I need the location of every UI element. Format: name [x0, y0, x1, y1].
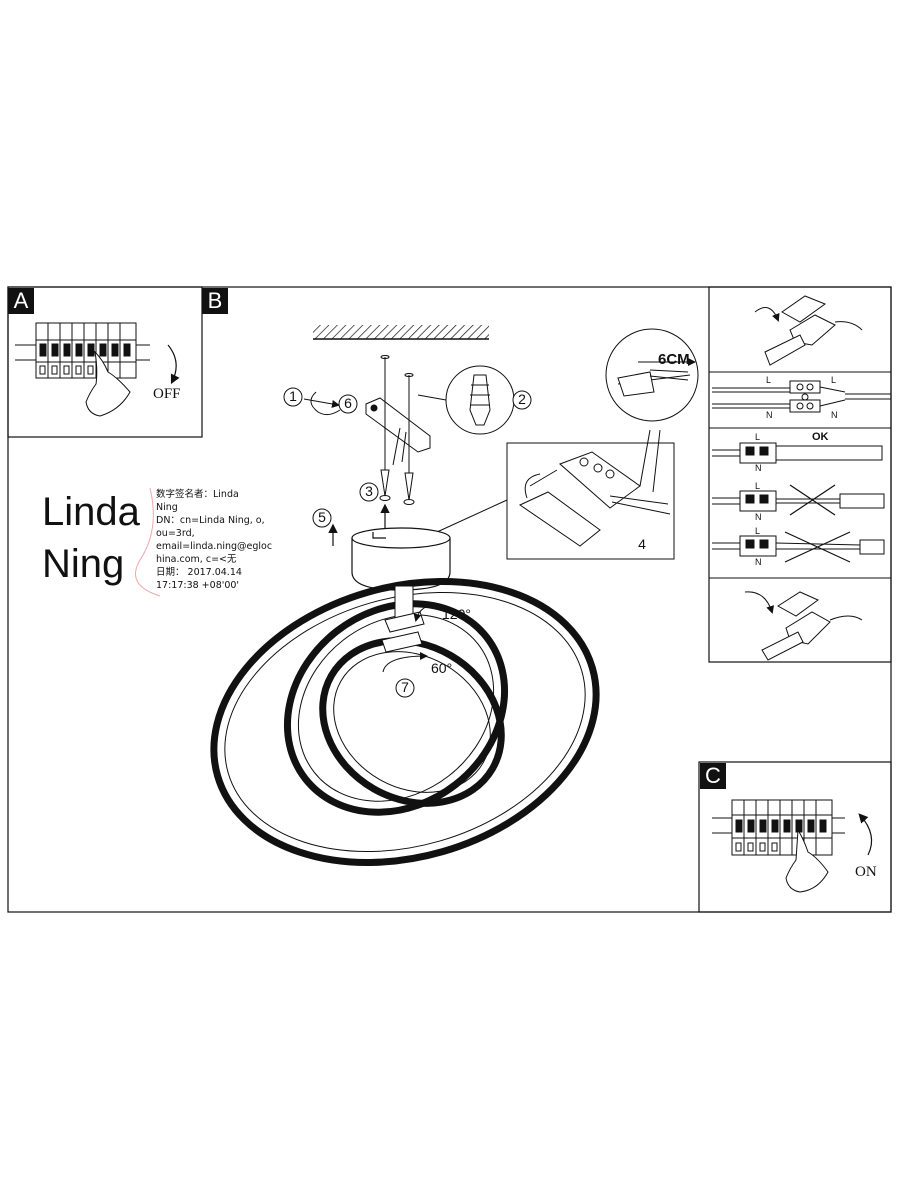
- wire-wrong-row-2: [712, 531, 885, 563]
- wrong1-neutral-label: N: [755, 512, 762, 522]
- signature-line-5: email=linda.ning@egloc: [156, 541, 273, 552]
- wrong2-neutral-label: N: [755, 557, 762, 567]
- connector-detach-drawing: [754, 295, 863, 366]
- switch-off-arrow: [167, 344, 180, 385]
- strip-detail: [605, 328, 699, 422]
- breaker-box-c: [712, 799, 845, 856]
- terminal-callout-line: [436, 499, 508, 533]
- light-rings: [210, 578, 600, 866]
- terminal-detail: [506, 429, 675, 560]
- ceiling-hatch: [313, 325, 489, 340]
- angle-120-label: 120°: [442, 606, 471, 622]
- signature-last-name: Ning: [42, 542, 125, 586]
- wall-plug: [417, 365, 515, 435]
- wrong2-live-label: L: [755, 526, 761, 536]
- signature-line-4: ou=3rd,: [156, 528, 195, 539]
- signature-line-6: hina.com, c=<无: [156, 554, 237, 565]
- mounting-bracket: [365, 397, 431, 466]
- ok-neutral-label: N: [755, 463, 762, 473]
- wall-screws: [379, 355, 415, 505]
- wiring-column-box: [708, 286, 892, 663]
- panel-c-box: [698, 761, 892, 913]
- step-5: 5: [318, 509, 326, 525]
- strip-length-label: 6CM: [658, 351, 690, 368]
- angle-120-arrow: [413, 603, 441, 622]
- on-label: ON: [855, 864, 877, 880]
- signature-line-8: 17:17:38 +08'00': [156, 580, 240, 591]
- signature-line-1: 数字签名者：Linda: [156, 489, 239, 500]
- panel-a-tag: A: [8, 288, 34, 314]
- step-6: 6: [344, 395, 352, 411]
- signature-line-2: Ning: [156, 502, 178, 513]
- step-2: 2: [518, 391, 526, 407]
- neutral-label-1: N: [766, 410, 773, 420]
- signature-first-name: Linda: [42, 490, 140, 534]
- ok-live-label: L: [755, 432, 761, 442]
- wire-wrong-row-1: [712, 484, 885, 516]
- neutral-label-2: N: [831, 410, 838, 420]
- live-label-1: L: [766, 375, 772, 385]
- connector-attach-drawing: [744, 591, 863, 661]
- panel-b-tag: B: [202, 288, 228, 314]
- hand-c: [785, 828, 829, 893]
- step-1: 1: [289, 388, 297, 404]
- ceiling-canopy: [328, 503, 451, 591]
- hand-a: [85, 350, 131, 417]
- angle-60-arrow: [382, 652, 428, 673]
- step-4: 4: [638, 536, 646, 552]
- wire-ok-row: [712, 442, 883, 464]
- signature-flourish: [135, 487, 161, 597]
- live-label-2: L: [831, 375, 837, 385]
- ok-label: OK: [812, 431, 829, 443]
- step-3: 3: [365, 483, 373, 499]
- signature-line-7: 日期： 2017.04.14: [156, 567, 242, 578]
- ln-wire-row: [712, 380, 891, 413]
- wrong1-live-label: L: [755, 481, 761, 491]
- panel-c-tag: C: [700, 763, 726, 789]
- signature-line-3: DN：cn=Linda Ning, o,: [156, 515, 265, 526]
- ring-hinges: [381, 585, 425, 653]
- rotate-arrow: [310, 391, 341, 416]
- breaker-box-a: [15, 322, 150, 379]
- angle-60-label: 60°: [431, 660, 453, 676]
- off-label: OFF: [153, 386, 181, 402]
- step-7: 7: [401, 679, 409, 695]
- panel-a-box: [7, 286, 203, 438]
- switch-on-arrow: [858, 813, 873, 856]
